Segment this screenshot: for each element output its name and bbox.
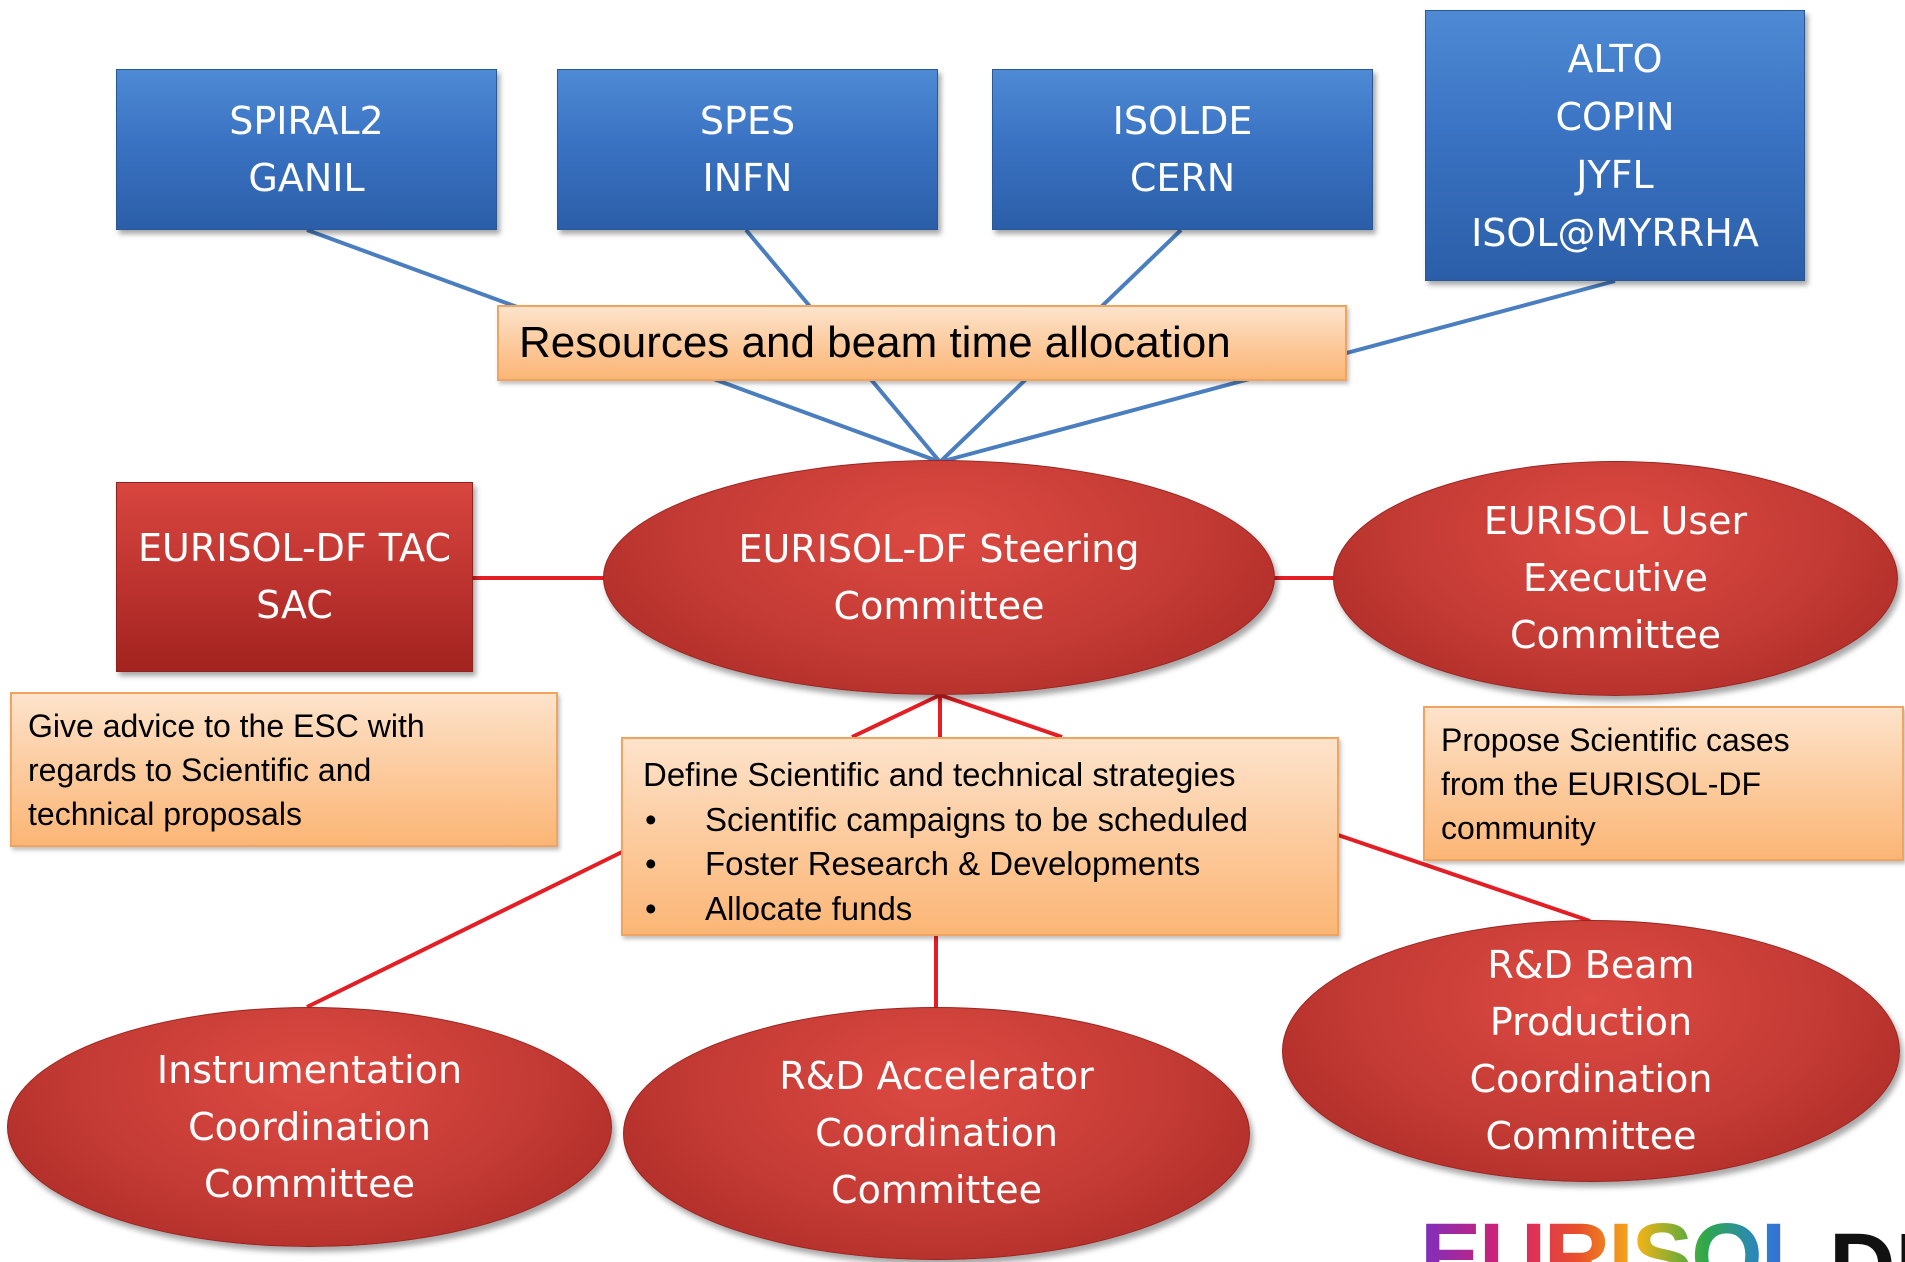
resources-label: Resources and beam time allocation <box>519 318 1231 367</box>
tac-note-line: technical proposals <box>28 796 302 832</box>
strategy-item-text: Foster Research & Developments <box>705 845 1201 882</box>
tac-note-line: Give advice to the ESC with <box>28 708 425 744</box>
facility-line: INFN <box>702 155 793 200</box>
user-executive-committee-ellipse: EURISOL User Executive Committee <box>1333 461 1898 696</box>
connector-instrumentation <box>306 850 623 1009</box>
strategy-list: • Scientific campaigns to be scheduled •… <box>643 798 1317 932</box>
beam-production-committee-ellipse: R&D Beam Production Coordination Committ… <box>1282 920 1900 1182</box>
strategy-box: Define Scientific and technical strategi… <box>621 737 1339 936</box>
facility-line: GANIL <box>248 155 365 200</box>
steering-committee-ellipse: EURISOL-DF Steering Committee <box>603 460 1275 695</box>
user-exec-line: Committee <box>1510 613 1721 657</box>
bullet-icon: • <box>645 889 657 927</box>
tac-box: EURISOL-DF TAC SAC <box>116 482 473 672</box>
facility-box-isolde: ISOLDE CERN <box>992 69 1373 230</box>
tac-note-line: regards to Scientific and <box>28 752 372 788</box>
accelerator-line: Committee <box>831 1168 1042 1212</box>
user-note: Propose Scientific cases from the EURISO… <box>1423 706 1904 861</box>
facility-line: SPIRAL2 <box>229 98 384 143</box>
instrumentation-line: Instrumentation <box>156 1047 463 1092</box>
beam-production-line: Coordination <box>1469 1057 1713 1101</box>
tac-note: Give advice to the ESC with regards to S… <box>10 692 558 847</box>
accelerator-line: R&D Accelerator <box>779 1054 1094 1098</box>
steering-line: Committee <box>833 583 1045 628</box>
eurisol-df-logo: EURISOL DF <box>1420 1218 1905 1262</box>
instrumentation-line: Coordination <box>188 1104 431 1149</box>
user-note-line: from the EURISOL-DF <box>1441 766 1762 802</box>
tac-line: SAC <box>256 583 333 627</box>
beam-production-line: Committee <box>1485 1114 1697 1158</box>
strategy-item-text: Allocate funds <box>705 889 913 927</box>
beam-production-line: R&D Beam <box>1487 943 1695 987</box>
facility-line: ISOL@MYRRHA <box>1471 210 1759 255</box>
user-exec-line: Executive <box>1522 556 1708 600</box>
strategy-item: • Scientific campaigns to be scheduled <box>643 798 1317 843</box>
logo-suffix: DF <box>1829 1220 1905 1262</box>
user-note-line: community <box>1441 810 1596 846</box>
strategy-item: • Allocate funds <box>643 887 1317 932</box>
user-note-line: Propose Scientific cases <box>1441 722 1790 758</box>
instrumentation-line: Committee <box>204 1161 415 1206</box>
resources-label-box: Resources and beam time allocation <box>497 305 1347 381</box>
facility-line: ISOLDE <box>1112 98 1253 143</box>
user-exec-line: EURISOL User <box>1483 499 1748 543</box>
facility-box-spes: SPES INFN <box>557 69 938 230</box>
facility-line: CERN <box>1129 155 1236 200</box>
strategy-heading: Define Scientific and technical strategi… <box>643 756 1236 793</box>
tac-line: EURISOL-DF TAC <box>138 526 451 570</box>
connector-strategy-right <box>939 693 1063 739</box>
instrumentation-committee-ellipse: Instrumentation Coordination Committee <box>7 1007 612 1247</box>
bullet-icon: • <box>645 800 657 838</box>
connector-beam-production <box>1337 833 1591 923</box>
bullet-icon: • <box>645 845 657 882</box>
logo-word: EURISOL <box>1420 1218 1817 1262</box>
connector-strategy-left <box>851 693 941 739</box>
beam-production-line: Production <box>1489 1000 1693 1044</box>
facility-line: COPIN <box>1555 94 1675 139</box>
accelerator-committee-ellipse: R&D Accelerator Coordination Committee <box>623 1007 1250 1260</box>
steering-line: EURISOL-DF Steering <box>738 526 1140 571</box>
facility-box-alto: ALTO COPIN JYFL ISOL@MYRRHA <box>1425 10 1805 281</box>
strategy-item: • Foster Research & Developments <box>643 842 1317 887</box>
strategy-item-text: Scientific campaigns to be scheduled <box>705 800 1248 838</box>
accelerator-line: Coordination <box>815 1111 1058 1155</box>
facility-box-spiral2: SPIRAL2 GANIL <box>116 69 497 230</box>
facility-line: ALTO <box>1567 36 1663 81</box>
facility-line: JYFL <box>1576 152 1654 197</box>
facility-line: SPES <box>699 98 796 143</box>
